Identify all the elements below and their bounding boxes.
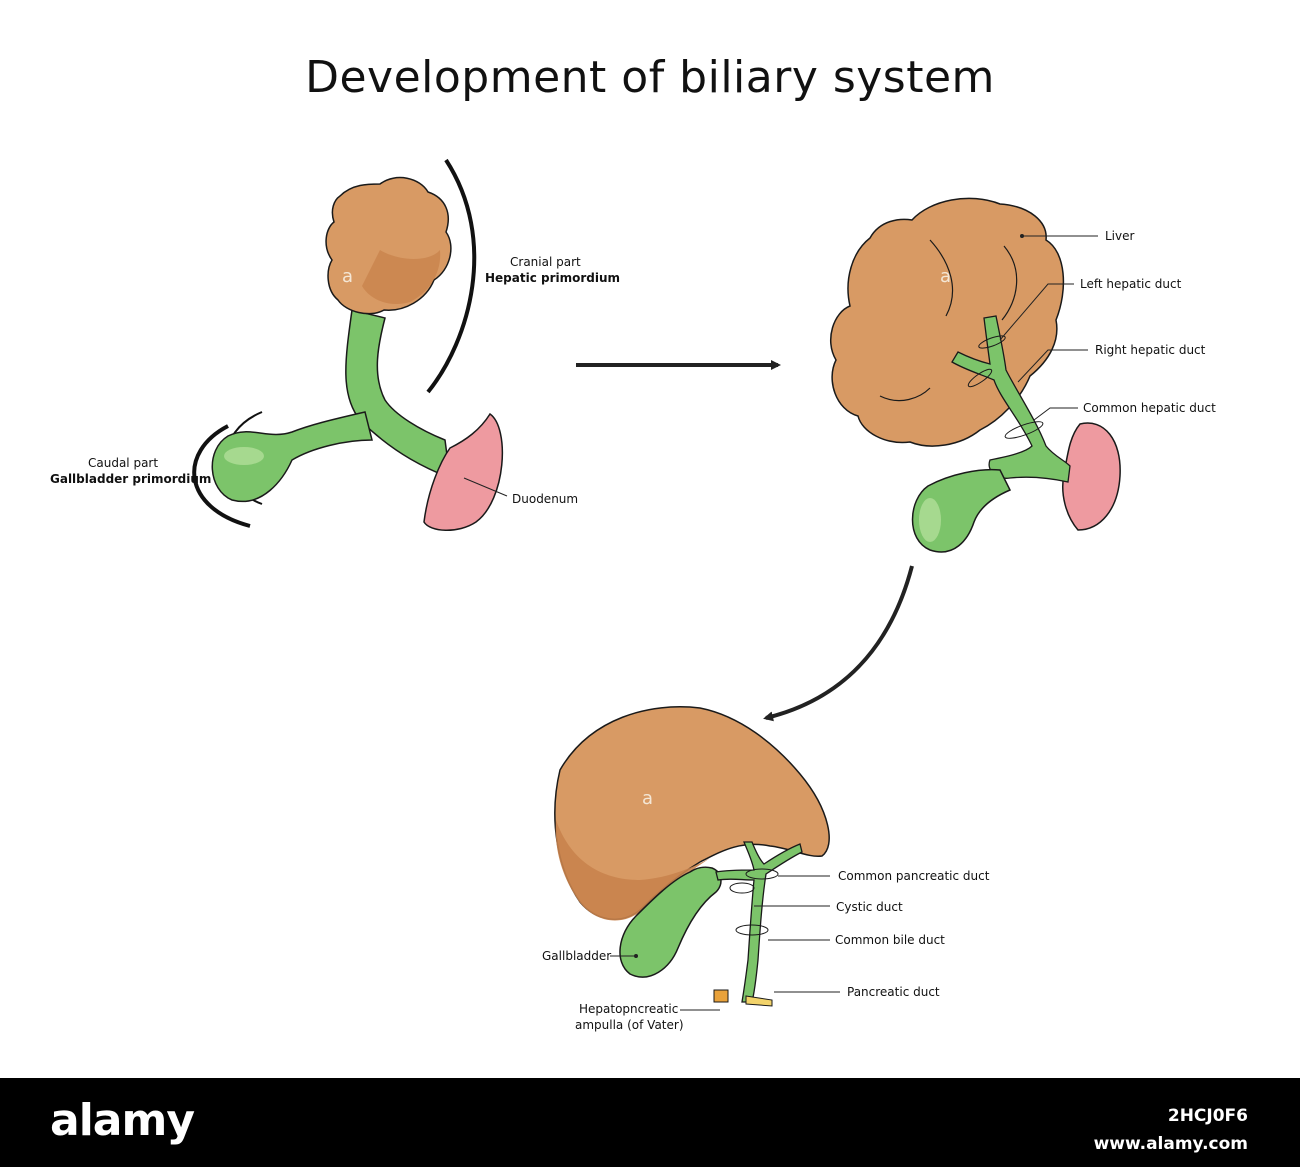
biliary-development-diagram: Cranial part Hepatic primordium Caudal p… — [50, 158, 1216, 1032]
liver-stage2-lobe-line-1 — [929, 239, 954, 317]
progression-arrow-2 — [763, 565, 914, 722]
caudal-part-label: Caudal part — [88, 456, 158, 470]
right-hepatic-duct-label: Right hepatic duct — [1095, 343, 1206, 357]
pancreatic-duct-stage3 — [745, 995, 773, 1007]
common-hepatic-duct-label: Common hepatic duct — [1083, 401, 1216, 415]
duodenum-stage2 — [1062, 422, 1121, 531]
common-hepatic-duct-stage2 — [951, 315, 1071, 483]
footer-url: www.alamy.com — [1093, 1134, 1248, 1154]
duodenum-leader-line — [463, 477, 508, 497]
liver-stage2-lobe-line-3 — [879, 387, 931, 402]
gallbladder-label: Gallbladder — [542, 949, 611, 963]
common-bile-duct-stage3 — [715, 841, 803, 1003]
gallbladder-leader-marker — [634, 954, 638, 958]
cranial-bracket-arc — [426, 158, 477, 394]
diagram-title: Development of biliary system — [305, 52, 995, 103]
cystic-duct-label: Cystic duct — [836, 900, 903, 914]
liver-stage2-lobe-line-2 — [1001, 245, 1018, 321]
hepatic-diverticulum-stalk — [345, 309, 451, 480]
watermark-mark-1: a — [342, 266, 353, 287]
duodenum-label: Duodenum — [512, 492, 578, 506]
watermark-mark-3: a — [642, 788, 653, 809]
common-hepatic-duct-ring — [1004, 421, 1044, 439]
stage-2-group: Liver Left hepatic duct Right hepatic du… — [829, 197, 1216, 553]
common-pancreatic-duct-label: Common pancreatic duct — [838, 869, 990, 883]
gallbladder-stage3 — [619, 866, 722, 978]
stock-footer-bar: alamy 2HCJ0F6 www.alamy.com — [0, 1078, 1300, 1167]
gallbladder-primordium — [211, 411, 373, 503]
left-hepatic-duct-ring — [978, 335, 1006, 349]
liver-stage3-shadow — [555, 820, 710, 921]
duodenum-stage1 — [423, 412, 504, 531]
right-hepatic-duct-ring — [967, 368, 993, 388]
right-hepatic-duct-leader — [1017, 349, 1088, 383]
hepatopancreatic-ampulla — [713, 989, 729, 1003]
liver-label: Liver — [1105, 229, 1135, 243]
stage-1-group: Cranial part Hepatic primordium Caudal p… — [50, 158, 620, 531]
left-hepatic-duct-label: Left hepatic duct — [1080, 277, 1182, 291]
common-hepatic-duct-leader — [1033, 407, 1078, 421]
common-pancreatic-duct-ring — [745, 868, 779, 880]
alamy-logo: alamy — [50, 1095, 195, 1146]
cystic-duct-ring — [729, 882, 755, 894]
ampulla-label-line2: ampulla (of Vater) — [575, 1018, 684, 1032]
cranial-part-label: Cranial part — [510, 255, 581, 269]
pancreatic-duct-label: Pancreatic duct — [847, 985, 940, 999]
ampulla-label-line1: Hepatopncreatic — [579, 1002, 678, 1016]
gallbladder-primordium-highlight — [224, 447, 264, 465]
left-hepatic-duct-leader — [999, 283, 1074, 341]
caudal-bracket-arc — [192, 424, 251, 528]
hepatic-primordium-label: Hepatic primordium — [485, 271, 620, 285]
footer-image-id: 2HCJ0F6 — [1167, 1106, 1248, 1126]
gallbladder-stage2-highlight — [919, 498, 941, 542]
gallbladder-primordium-label: Gallbladder primordium — [50, 472, 211, 486]
liver-leader-marker — [1020, 234, 1024, 238]
common-bile-duct-label: Common bile duct — [835, 933, 945, 947]
watermark-mark-2: a — [940, 266, 951, 287]
stage-3-group: Common pancreatic duct Cystic duct Commo… — [542, 706, 990, 1032]
common-bile-duct-ring — [735, 924, 769, 936]
footer-image-info: 2HCJ0F6 www.alamy.com — [1094, 1102, 1248, 1158]
hepatic-primordium-shadow — [362, 250, 441, 305]
